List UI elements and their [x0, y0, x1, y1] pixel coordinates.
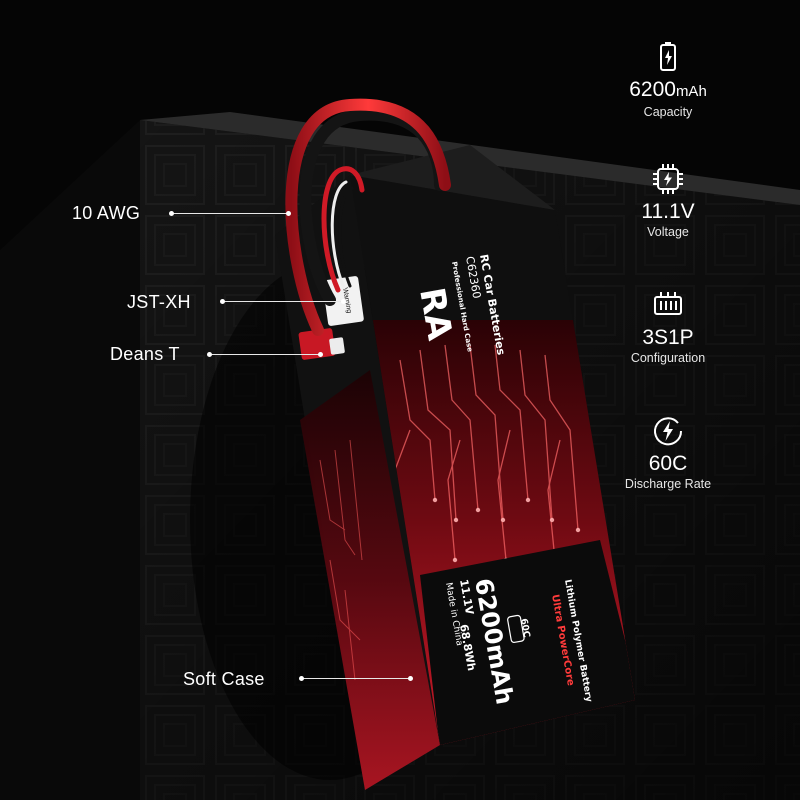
spec-capacity: 6200mAh Capacity — [598, 40, 738, 120]
leader-deans-t — [207, 352, 323, 357]
configuration-label: Configuration — [630, 351, 706, 365]
voltage-value: 11.1V — [641, 200, 695, 223]
battery-front — [350, 145, 635, 745]
capacity-label: Capacity — [643, 105, 693, 119]
spec-configuration: 3S1P Configuration — [598, 288, 738, 366]
callout-jst-xh: JST-XH — [127, 292, 191, 312]
battery-wires — [285, 98, 451, 336]
configuration-value: 3S1P — [642, 326, 694, 349]
leader-soft-case — [299, 676, 413, 681]
cell-array-icon — [654, 292, 682, 315]
battery-voltage-print: 11.1V — [457, 578, 476, 616]
spec-discharge: 60C Discharge Rate — [598, 414, 738, 492]
voltage-label: Voltage — [647, 225, 689, 239]
leader-10-awg — [169, 211, 291, 216]
battery-c-badge — [507, 614, 525, 643]
deans-t-connector — [298, 328, 345, 360]
leader-jst-xh — [220, 299, 346, 304]
cpu-bolt-icon — [653, 164, 683, 194]
spec-voltage: 11.1V Voltage — [598, 162, 738, 240]
capacity-value: 6200 — [629, 78, 676, 101]
callout-10-awg: 10 AWG — [72, 203, 141, 223]
callout-deans-t: Deans T — [110, 344, 180, 364]
bolt-circle-icon — [654, 417, 683, 446]
battery-icon — [660, 42, 676, 71]
capacity-unit: mAh — [675, 83, 707, 100]
discharge-label: Discharge Rate — [624, 477, 712, 491]
callout-soft-case: Soft Case — [183, 669, 265, 689]
jst-warning-print: Warning — [341, 287, 352, 314]
discharge-value: 60C — [648, 452, 688, 475]
battery-logo: RA — [411, 285, 460, 344]
battery-c-rating-print: 60C — [518, 618, 531, 639]
